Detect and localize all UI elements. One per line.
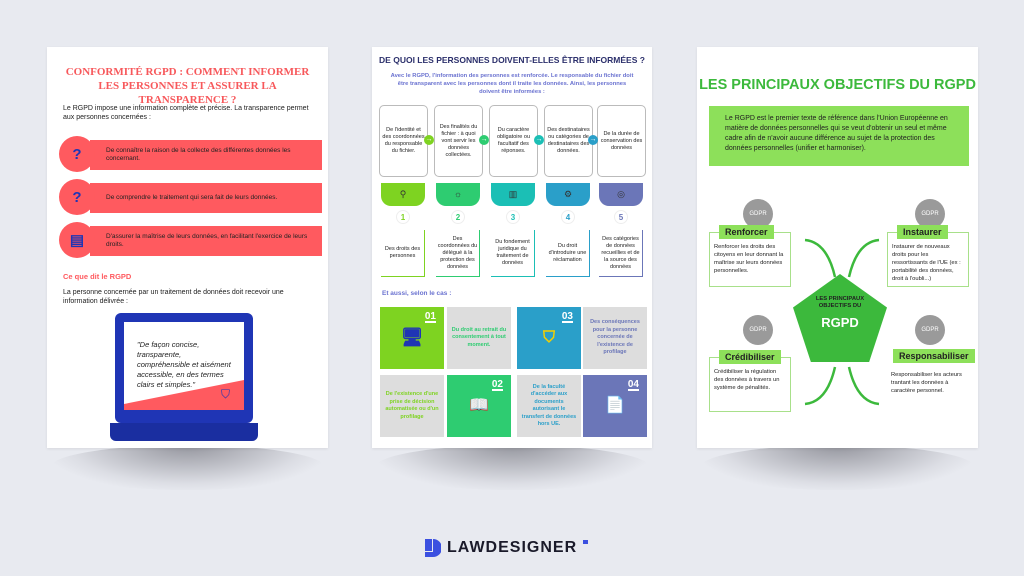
numbered-text: Des droits des personnes (384, 246, 421, 259)
computers-icon: 🖥 (400, 327, 424, 348)
information-infographic: DE QUOI LES PERSONNES DOIVENT-ELLES ÊTRE… (372, 47, 652, 448)
card-shadow (50, 445, 325, 490)
grid-text: De la faculté d'accéder aux documents au… (521, 383, 577, 428)
step-number: 01 (424, 311, 436, 323)
book-icon: 📖 (469, 397, 489, 415)
item-text: D'assurer la maîtrise de leurs données, … (106, 233, 308, 248)
gdpr-scales-icon: GDPR (743, 315, 773, 345)
numbered-box: Des catégories de données recueillies et… (599, 230, 643, 277)
objective-text: Renforcer les droits des citoyens en leu… (714, 244, 784, 274)
numbered-box: Du fondement juridique du traitement de … (491, 230, 535, 277)
step-number: 5 (614, 210, 628, 224)
grid-text: Des conséquences pour la personne concer… (590, 319, 640, 356)
left-para: La personne concernée par un traitement … (63, 289, 284, 305)
grid-cell-04: 04📄 (583, 375, 647, 437)
objective-label: Responsabiliser (893, 349, 975, 363)
laptop-base (110, 423, 258, 441)
curved-arrows (804, 238, 880, 406)
laptop-question-icon: ? (59, 179, 95, 215)
middle-subtitle: Avec le RGPD, l'information des personne… (390, 73, 634, 95)
right-title: LES PRINCIPAUX OBJECTIFS DU RGPD (699, 77, 976, 93)
numbered-text: Des catégories de données recueillies et… (601, 235, 640, 270)
item-text: De comprendre le traitement qui sera fai… (106, 194, 278, 201)
document-magnet-icon: 📄 (605, 397, 625, 415)
info-box: Des destinataires ou catégories de desti… (547, 127, 590, 154)
numbered-box: Des droits des personnes (381, 230, 425, 277)
eu-shield-icon: ⛉ (220, 387, 230, 401)
grid-text: De l'existence d'une prise de décision a… (385, 391, 439, 420)
center-top: LES PRINCIPAUX OBJECTIFS DU (815, 296, 865, 309)
numbered-text: Du droit d'introduire une réclamation (548, 242, 587, 263)
grid-text: Du droit au retrait du consentement à to… (451, 326, 507, 348)
grid-cell-02: 02📖 (447, 375, 511, 437)
arrow-right-icon: → (588, 135, 598, 145)
step-number: 02 (491, 379, 503, 391)
arrow-right-icon: → (534, 135, 544, 145)
objective-text: Crédibiliser la régulation des données à… (714, 369, 780, 391)
info-box: De l'identité et des coordonnées du resp… (382, 127, 425, 154)
step-number: 3 (506, 210, 520, 224)
arrow-right-icon: → (479, 135, 489, 145)
also-label: Et aussi, selon le cas : (382, 290, 452, 297)
grid-cell-03: 03 ⛉ (517, 307, 581, 369)
objective-label: Instaurer (897, 225, 948, 239)
objective-text: Responsabiliser les acteurs trantant les… (891, 372, 962, 394)
arrow-down-left (804, 366, 837, 406)
numbered-box: Des coordonnées du délégué à la protecti… (436, 230, 480, 277)
gdpr-checklist-icon: GDPR (915, 315, 945, 345)
step-number: 03 (561, 311, 573, 323)
transparency-infographic: CONFORMITÉ RGPD : COMMENT INFORMER LES P… (47, 47, 328, 448)
search-icon: ⚲ (381, 183, 425, 206)
card-shadow (700, 445, 975, 490)
target-icon: ◎ (599, 183, 643, 206)
step-number: 1 (396, 210, 410, 224)
numbered-box: Du droit d'introduire une réclamation (546, 230, 590, 277)
item-text: De connaître la raison de la collecte de… (106, 147, 291, 162)
step-number: 2 (451, 210, 465, 224)
numbered-text: Des coordonnées du délégué à la protecti… (437, 235, 478, 270)
info-box: Du caractère obligatoire ou facultatif d… (496, 127, 531, 154)
objective-text: Instaurer de nouveaux droits pour les re… (892, 244, 961, 282)
arrow-up-right (847, 238, 880, 278)
info-box: De la durée de conservation des données (600, 130, 643, 151)
grid-cell-01: 01🖥 (380, 307, 444, 369)
gdpr-documents-icon: GDPR (915, 199, 945, 229)
quote: "De façon concise, transparente, compréh… (137, 340, 231, 389)
arrow-up-left (804, 238, 837, 278)
arrow-down-right (847, 366, 880, 406)
laptop-illustration: "De façon concise, transparente, compréh… (115, 313, 253, 423)
rgpd-subheading: Ce que dit le RGPD (63, 272, 132, 281)
lawdesigner-logo: LAWDESIGNER (425, 539, 589, 557)
step-number: 4 (561, 210, 575, 224)
eu-shield-icon: ⛉ (542, 329, 555, 347)
left-title: CONFORMITÉ RGPD : COMMENT INFORMER LES P… (65, 66, 310, 106)
card-shadow (375, 445, 650, 490)
left-intro: Le RGPD impose une information complète … (63, 105, 309, 121)
center-main: RGPD (821, 315, 859, 330)
objectives-infographic: LES PRINCIPAUX OBJECTIFS DU RGPD Le RGPD… (697, 47, 978, 448)
logo-text: LAWDESIGNER (447, 539, 578, 556)
gdpr-shield-icon: GDPR (743, 199, 773, 229)
lightbulb-icon: ☼ (436, 183, 480, 206)
objective-label: Crédibiliser (719, 350, 781, 364)
logo-mark-icon (425, 539, 441, 557)
gears-icon: ⚙ (546, 183, 590, 206)
person-question-icon: ? (59, 136, 95, 172)
right-intro: Le RGPD est le premier texte de référenc… (709, 106, 969, 166)
arrow-right-icon: → (424, 135, 434, 145)
numbered-text: Du fondement juridique du traitement de … (495, 239, 530, 266)
chart-icon: ▥ (491, 183, 535, 206)
objective-label: Renforcer (719, 225, 774, 239)
id-card-search-icon: ▤ (59, 222, 95, 258)
step-number: 04 (627, 379, 639, 391)
middle-title: DE QUOI LES PERSONNES DOIVENT-ELLES ÊTRE… (379, 55, 645, 65)
info-box: Des finalités du fichier : à quoi vont s… (439, 123, 478, 158)
